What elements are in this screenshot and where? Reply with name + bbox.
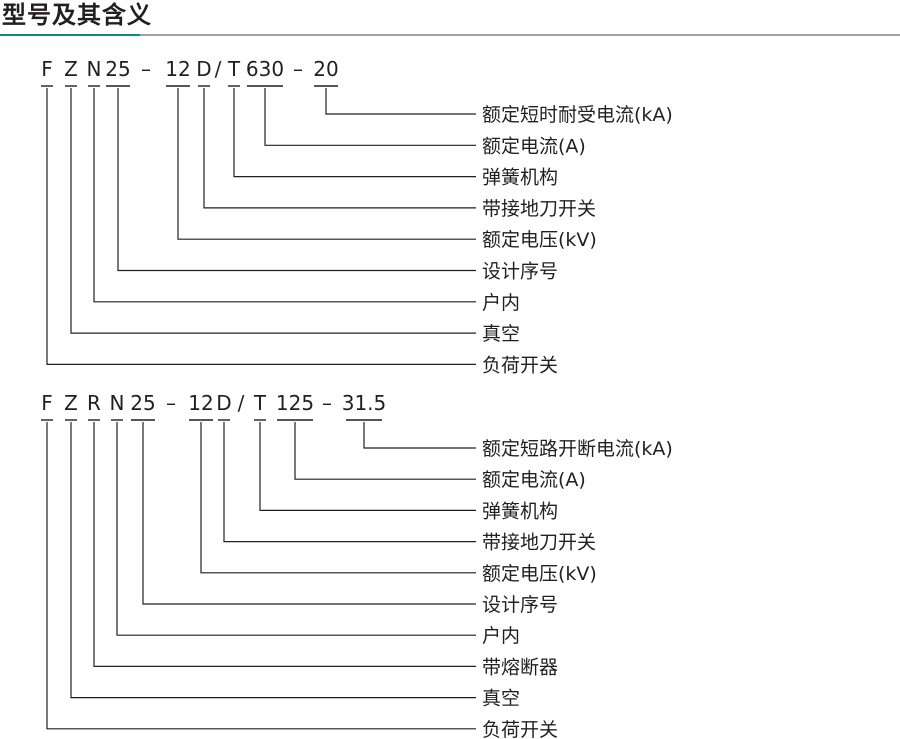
code-description: 弹簧机构: [482, 500, 558, 522]
code-segment: 12: [165, 57, 190, 81]
leader-line: [46, 422, 476, 730]
code-segment: 25: [130, 391, 155, 415]
code-description: 真空: [482, 323, 520, 345]
leader-line: [203, 88, 476, 209]
code-description: 额定短时耐受电流(kA): [482, 104, 673, 126]
code-segment: N: [87, 57, 102, 81]
code-segment: N: [110, 391, 125, 415]
code-segment: F: [41, 391, 53, 415]
code-segment: Z: [64, 57, 78, 81]
code-segment: R: [87, 391, 101, 415]
code-segment: D: [216, 391, 231, 415]
code-description: 额定电流(A): [482, 469, 586, 491]
leader-line: [46, 88, 476, 365]
code-description: 额定短路开断电流(kA): [482, 438, 673, 460]
leader-line: [70, 422, 476, 699]
code-segment: Z: [64, 391, 78, 415]
leader-line: [142, 422, 476, 605]
code-segment: 31.5: [342, 391, 387, 415]
leader-line: [264, 88, 476, 146]
header-divider: [0, 34, 900, 36]
leader-line: [233, 88, 476, 178]
leader-line: [259, 422, 476, 511]
leader-line: [177, 88, 476, 240]
code-description: 户内: [482, 292, 520, 314]
code-segment: D: [196, 57, 211, 81]
code-description: 户内: [482, 625, 520, 647]
code-segment: /: [215, 57, 222, 81]
code-segment: –: [293, 57, 303, 81]
code-segment: 20: [313, 57, 338, 81]
code-description: 带接地刀开关: [482, 198, 596, 220]
leader-line: [93, 88, 476, 303]
code-segment: 125: [276, 391, 314, 415]
code-segment: T: [253, 391, 267, 415]
leader-line: [93, 422, 476, 667]
code-description: 额定电流(A): [482, 135, 586, 157]
leader-line: [200, 422, 476, 574]
section-header: 型号及其含义: [0, 0, 900, 40]
leader-line: [294, 422, 476, 480]
code-description: 负荷开关: [482, 354, 558, 376]
code-description: 弹簧机构: [482, 167, 558, 189]
code-segment: /: [238, 391, 245, 415]
code-description: 负荷开关: [482, 719, 558, 739]
code-segment: 12: [188, 391, 213, 415]
leader-line: [70, 88, 476, 334]
leader-line: [325, 88, 476, 115]
code-description: 额定电压(kV): [482, 229, 597, 251]
section-title: 型号及其含义: [2, 1, 152, 29]
code-description: 真空: [482, 688, 520, 710]
leader-line: [117, 88, 476, 272]
leader-line: [223, 422, 476, 543]
code-description: 带熔断器: [482, 656, 558, 678]
code-segment: T: [227, 57, 241, 81]
leader-line: [363, 422, 476, 449]
code-description: 额定电压(kV): [482, 563, 597, 585]
code-segment: –: [141, 57, 151, 81]
code-segment: –: [322, 391, 332, 415]
code-description: 带接地刀开关: [482, 532, 596, 554]
code-description: 设计序号: [482, 261, 558, 283]
code-segment: –: [166, 391, 176, 415]
leader-line: [116, 422, 476, 636]
code-segment: 25: [105, 57, 130, 81]
code-segment: F: [41, 57, 53, 81]
code-segment: 630: [246, 57, 284, 81]
code-description: 设计序号: [482, 594, 558, 616]
